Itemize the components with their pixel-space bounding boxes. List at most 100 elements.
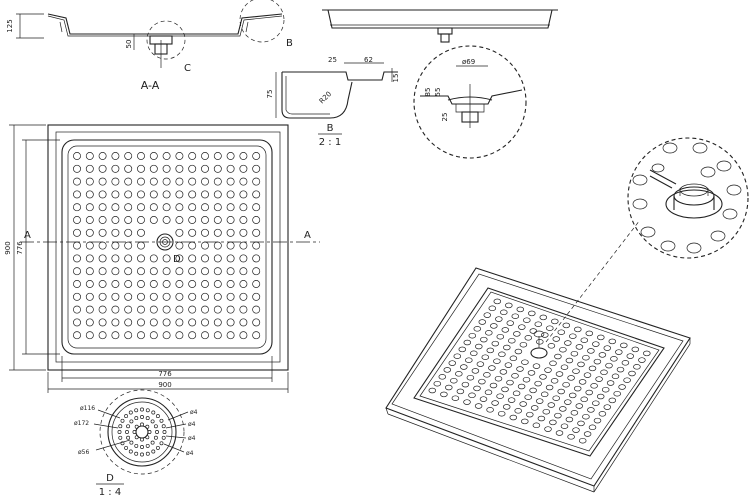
iso-hole <box>601 386 610 393</box>
iso-hole <box>572 368 580 374</box>
iso-hole <box>475 343 483 350</box>
plan-hole <box>175 254 184 263</box>
plan-hole <box>252 305 261 314</box>
plan-hole <box>98 177 107 186</box>
plan-view: D A A 900 776 776 900 <box>4 124 320 393</box>
iso-hole <box>485 330 493 336</box>
iso-hole <box>583 431 592 437</box>
iso-hole <box>545 384 554 391</box>
iso-hole <box>554 353 562 360</box>
iso-hole <box>638 357 646 363</box>
iso-detail-hole <box>632 198 648 210</box>
iso-hole <box>473 385 481 392</box>
iso-hole <box>598 411 607 417</box>
iso-detail-hole <box>716 160 732 172</box>
plan-hole <box>73 267 81 276</box>
iso-hole <box>524 335 533 341</box>
iso-hole <box>470 350 478 357</box>
iso-hole <box>499 369 508 375</box>
plan-hole <box>162 216 171 224</box>
iso-hole <box>536 339 544 345</box>
iso-hole <box>517 383 526 390</box>
detail-b-dim-top-a: 25 <box>328 56 337 64</box>
iso-hole <box>562 381 570 388</box>
plan-hole <box>162 177 171 186</box>
detail-d-hole <box>155 445 160 450</box>
detail-b-view: 75 R20 25 62 15 B 2 : 1 <box>266 56 400 148</box>
plan-hole <box>162 203 171 212</box>
plan-hole <box>226 292 235 301</box>
iso-hole <box>509 355 518 362</box>
iso-hole <box>521 418 529 425</box>
plan-hole <box>213 203 222 212</box>
detail-d-hole <box>129 419 134 424</box>
plan-hole <box>188 305 197 314</box>
plan-hole <box>239 280 248 288</box>
iso-hole <box>567 375 575 381</box>
plan-hole <box>73 318 81 327</box>
iso-hole <box>523 317 531 323</box>
plan-hole <box>226 216 235 224</box>
detail-c-view: ø69 85 55 25 <box>413 45 527 159</box>
detail-d-hole <box>145 408 150 413</box>
iso-hole <box>534 321 543 327</box>
iso-hole <box>534 380 542 387</box>
plan-hole <box>226 190 235 199</box>
plan-hole <box>137 292 145 301</box>
detail-d-hole <box>153 424 158 429</box>
detail-d-dim-hole-3: ø4 <box>188 435 196 442</box>
iso-hole <box>569 333 577 339</box>
iso-drain <box>530 347 548 359</box>
plan-hole <box>98 254 107 263</box>
detail-d-dim-hole-1: ø4 <box>190 409 198 416</box>
iso-hole <box>598 352 607 358</box>
plan-hole <box>85 241 94 250</box>
detail-b-label: B <box>327 123 334 134</box>
plan-hole <box>137 164 145 173</box>
plan-hole <box>85 216 94 224</box>
iso-detail-hole <box>660 240 676 252</box>
plan-hole <box>85 267 94 276</box>
iso-hole <box>582 354 590 361</box>
iso-hole <box>555 371 564 377</box>
plan-hole <box>137 318 145 327</box>
iso-hole <box>450 377 458 384</box>
plan-drain <box>156 233 174 251</box>
plan-hole <box>98 267 107 276</box>
plan-hole <box>175 228 184 237</box>
section-aa-label: A-A <box>141 79 160 92</box>
detail-d-hole <box>134 451 139 456</box>
iso-hole <box>616 366 625 373</box>
plan-hole <box>188 190 197 199</box>
plan-hole <box>137 254 145 263</box>
iso-hole <box>608 338 617 345</box>
plan-hole <box>137 305 145 314</box>
detail-c-dim-a: 85 <box>424 88 432 97</box>
detail-d-hole <box>140 452 144 457</box>
plan-hole <box>162 254 171 263</box>
plan-hole <box>252 267 261 276</box>
iso-hole <box>618 384 626 390</box>
plan-hole <box>175 241 184 250</box>
iso-hole <box>559 406 567 412</box>
iso-hole <box>595 376 603 382</box>
iso-hole <box>480 336 488 343</box>
plan-hole <box>124 292 133 301</box>
plan-hole <box>239 254 248 263</box>
plan-hole <box>213 164 222 173</box>
iso-hole <box>496 333 505 340</box>
iso-hole <box>555 430 564 436</box>
plan-hole <box>239 241 248 250</box>
plan-hole <box>149 216 158 224</box>
iso-hole <box>486 347 495 354</box>
plan-hole <box>85 331 94 340</box>
plan-hole <box>111 280 120 288</box>
plan-hole <box>98 292 107 301</box>
plan-hole <box>85 292 94 301</box>
iso-hole <box>491 340 500 347</box>
iso-hole <box>529 328 538 334</box>
iso-hole <box>519 341 528 348</box>
iso-hole <box>455 371 463 377</box>
plan-hole <box>85 254 94 263</box>
